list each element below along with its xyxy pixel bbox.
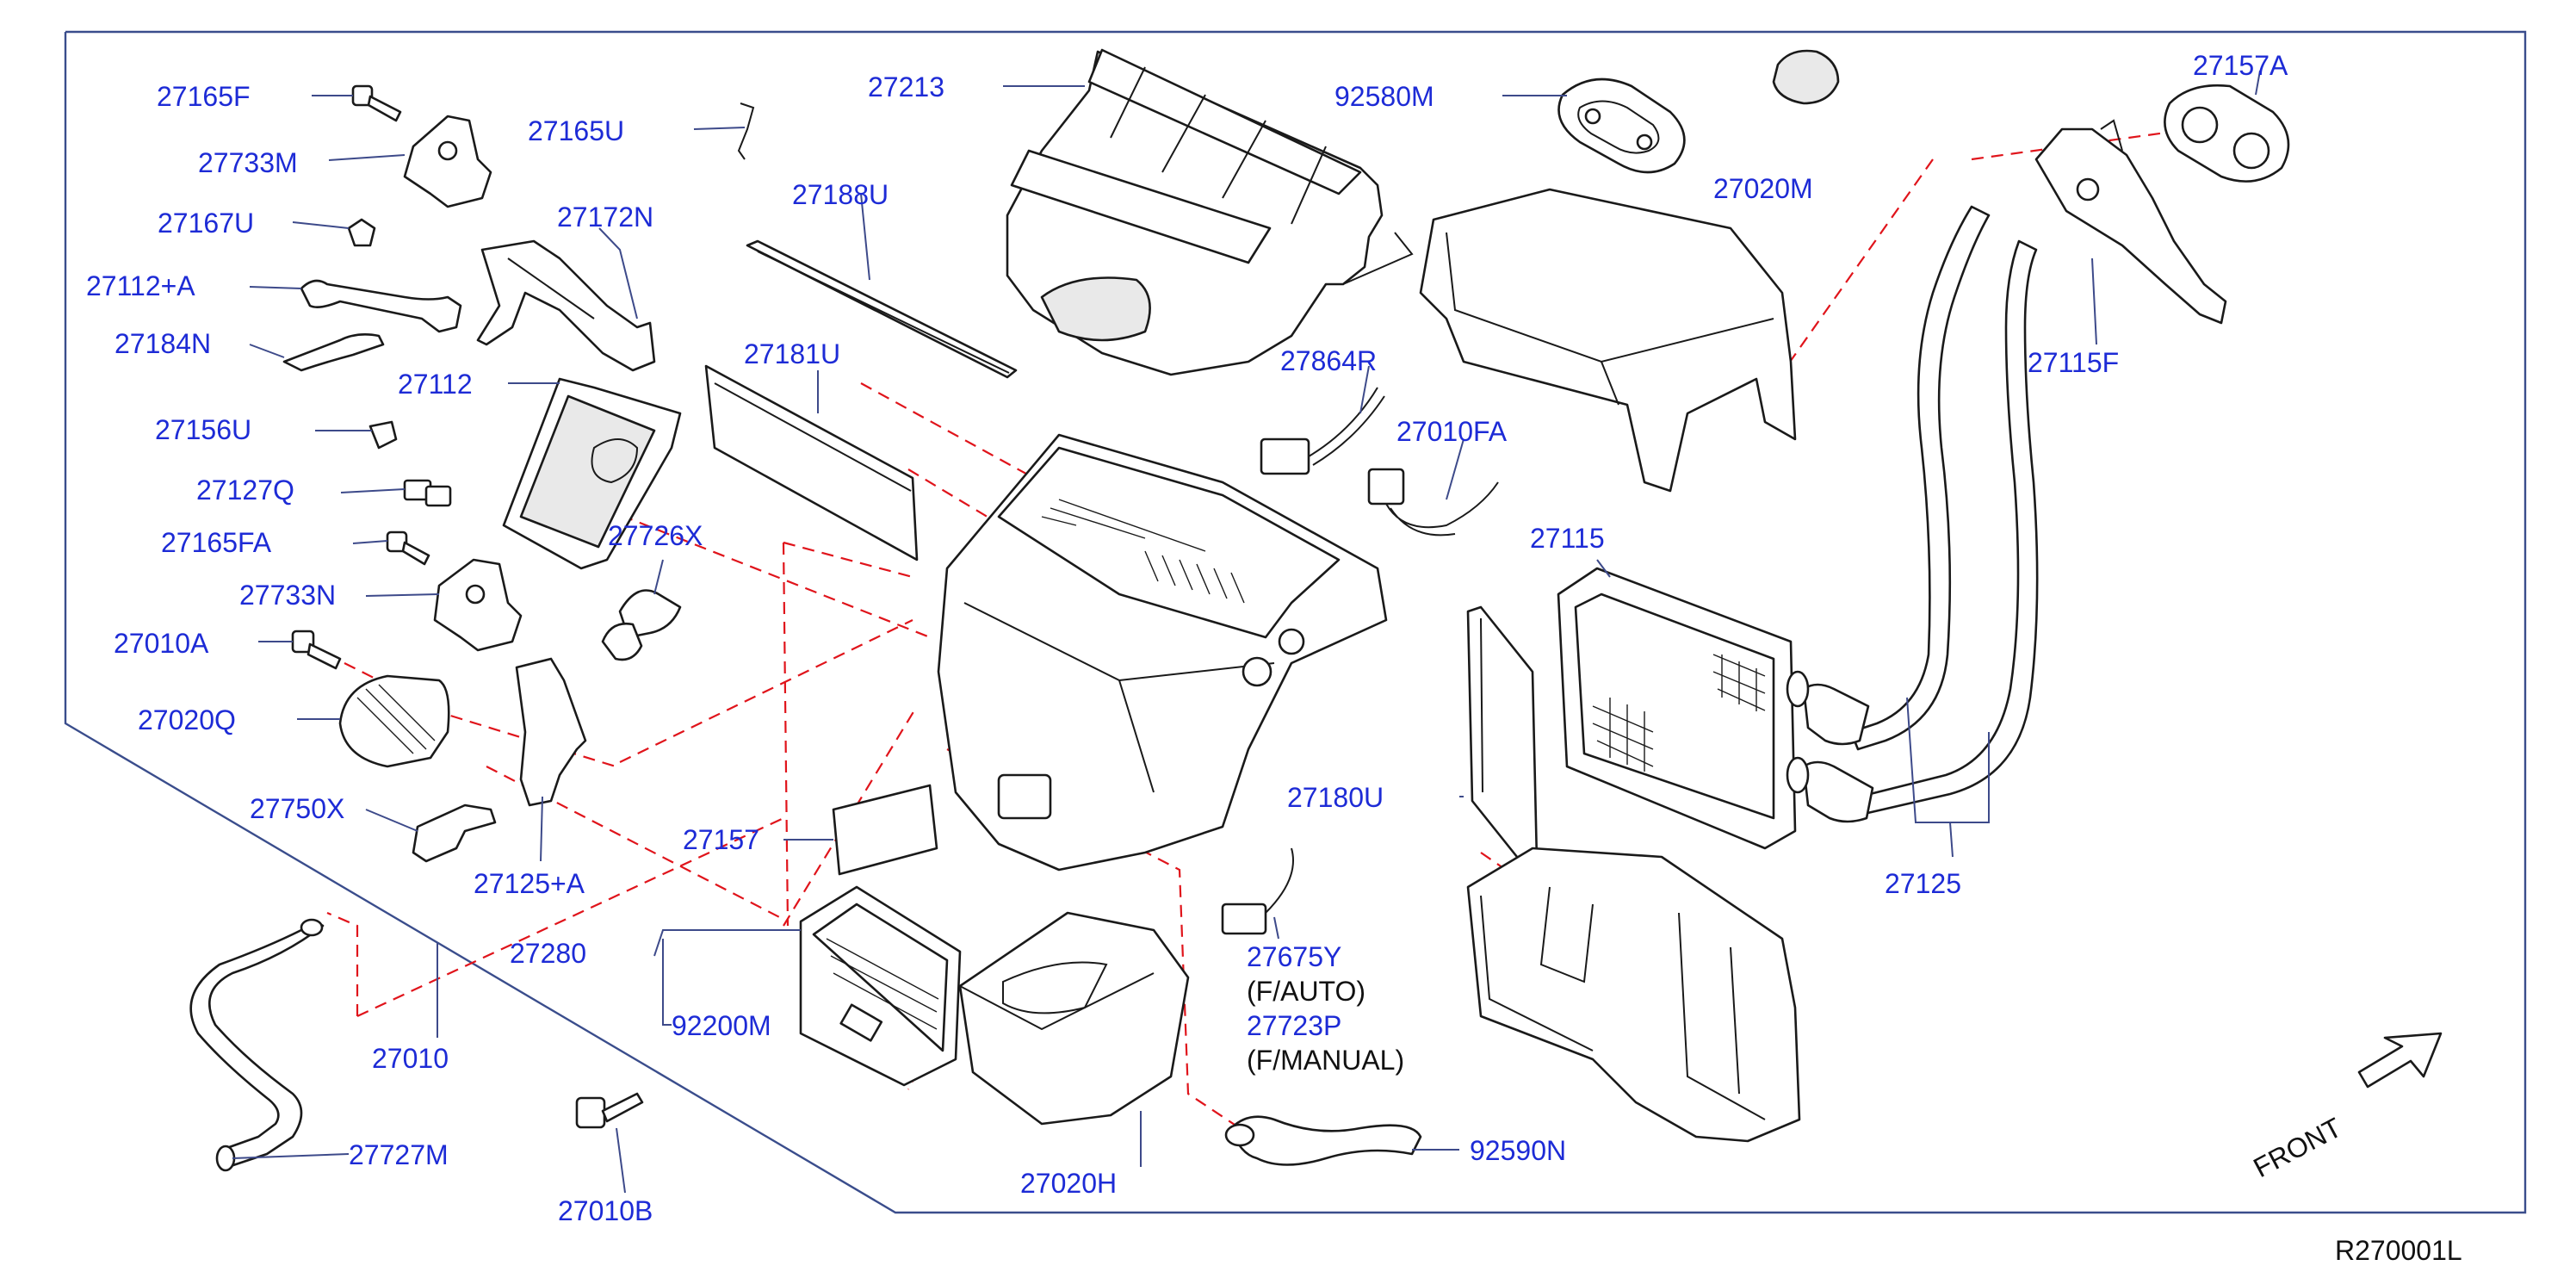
heater-core-27115 <box>1557 567 1810 850</box>
label-27127Q: 27127Q <box>196 475 294 506</box>
label-27156U: 27156U <box>155 414 251 445</box>
lever-27112A <box>300 279 462 333</box>
leader-lines <box>232 70 2261 1194</box>
hose-27727M <box>189 918 325 1172</box>
bracket-27750X <box>412 803 497 863</box>
label-27020Q: 27020Q <box>138 704 236 735</box>
lower-right-case <box>1466 847 1801 1143</box>
label-27723P: 27723P <box>1247 1010 1341 1041</box>
label-27010A: 27010A <box>114 628 209 659</box>
harness-27010FA <box>1367 468 1499 537</box>
label-27675Y: 27675Y <box>1247 941 1341 972</box>
heater-case <box>937 433 1388 872</box>
bracket-27172N <box>476 239 656 372</box>
pipes-27125 <box>1802 205 2039 823</box>
bracket-27125A <box>515 657 587 807</box>
label-92200M: 92200M <box>672 1010 771 1041</box>
note-f-auto: (F/AUTO) <box>1247 976 1365 1007</box>
label-27180U: 27180U <box>1287 782 1384 813</box>
label-27165F: 27165F <box>157 81 251 112</box>
label-27125A: 27125+A <box>474 868 585 899</box>
clip-27165U <box>737 102 755 160</box>
label-92590N: 92590N <box>1470 1135 1566 1166</box>
screw-27165FA <box>386 530 430 566</box>
note-f-manual: (F/MANUAL) <box>1247 1045 1404 1076</box>
upper-duct <box>1419 188 1797 493</box>
clip-27167U <box>347 218 376 247</box>
lower-case-27020H <box>958 911 1190 1126</box>
drain-hose-92590N <box>1224 1115 1422 1166</box>
strip-27188U <box>746 239 1018 379</box>
label-27112A: 27112+A <box>86 270 195 301</box>
label-27115F: 27115F <box>2028 347 2119 378</box>
reference-code: R270001L <box>2335 1235 2462 1266</box>
front-label: FRONT <box>2248 1112 2346 1184</box>
label-27172N: 27172N <box>557 202 653 233</box>
bracket-27115F <box>2034 119 2227 325</box>
harness-27864R <box>1260 387 1385 475</box>
grommet-92580M <box>1557 78 1686 174</box>
label-27010: 27010 <box>372 1043 449 1074</box>
label-27125: 27125 <box>1885 868 1961 899</box>
label-27280: 27280 <box>510 938 586 969</box>
label-27181U: 27181U <box>744 338 840 369</box>
label-92580M: 92580M <box>1334 81 1434 112</box>
label-27157: 27157 <box>683 824 759 855</box>
screw-27165F <box>351 84 402 122</box>
clip-27156U <box>368 420 398 450</box>
label-27020H: 27020H <box>1020 1168 1117 1199</box>
diagram-frame <box>64 30 2527 1214</box>
filter-27180U <box>1466 605 1539 867</box>
sensor-27675Y <box>1221 847 1294 935</box>
grommet-27157A <box>2164 84 2290 183</box>
label-27165FA: 27165FA <box>161 527 272 558</box>
label-27213: 27213 <box>868 71 944 102</box>
actuator-27733M <box>403 115 492 208</box>
front-arrow-icon <box>2357 1032 2443 1089</box>
label-27167U: 27167U <box>158 208 254 239</box>
label-27112: 27112 <box>398 369 473 400</box>
label-27733N: 27733N <box>239 580 336 611</box>
cap-27020M <box>1772 49 1840 105</box>
label-27010FA: 27010FA <box>1396 416 1508 447</box>
label-27184N: 27184N <box>115 328 211 359</box>
label-27010B: 27010B <box>558 1195 653 1226</box>
label-27165U: 27165U <box>528 115 624 146</box>
label-27733M: 27733M <box>198 147 298 178</box>
sensor-27726X <box>601 589 682 661</box>
pad-27157 <box>832 784 938 876</box>
label-27727M: 27727M <box>349 1139 449 1170</box>
label-27115: 27115 <box>1530 523 1605 554</box>
label-27157A: 27157A <box>2193 50 2288 81</box>
filter-27181U <box>704 364 919 561</box>
actuator-27733N <box>433 558 523 652</box>
grille-27020Q <box>338 674 450 768</box>
duct-27213 <box>1006 48 1414 376</box>
screw-27010A <box>291 630 342 670</box>
sensor-27127Q <box>403 479 452 507</box>
panel-27112 <box>502 377 682 570</box>
label-27726X: 27726X <box>608 520 703 551</box>
link-27184N <box>282 333 385 372</box>
label-27864R: 27864R <box>1280 345 1377 376</box>
label-27750X: 27750X <box>250 793 344 824</box>
label-27020M: 27020M <box>1713 173 1813 204</box>
label-27188U: 27188U <box>792 179 889 210</box>
evaporator-27280 <box>799 885 962 1087</box>
bolt-27010B <box>575 1092 644 1129</box>
